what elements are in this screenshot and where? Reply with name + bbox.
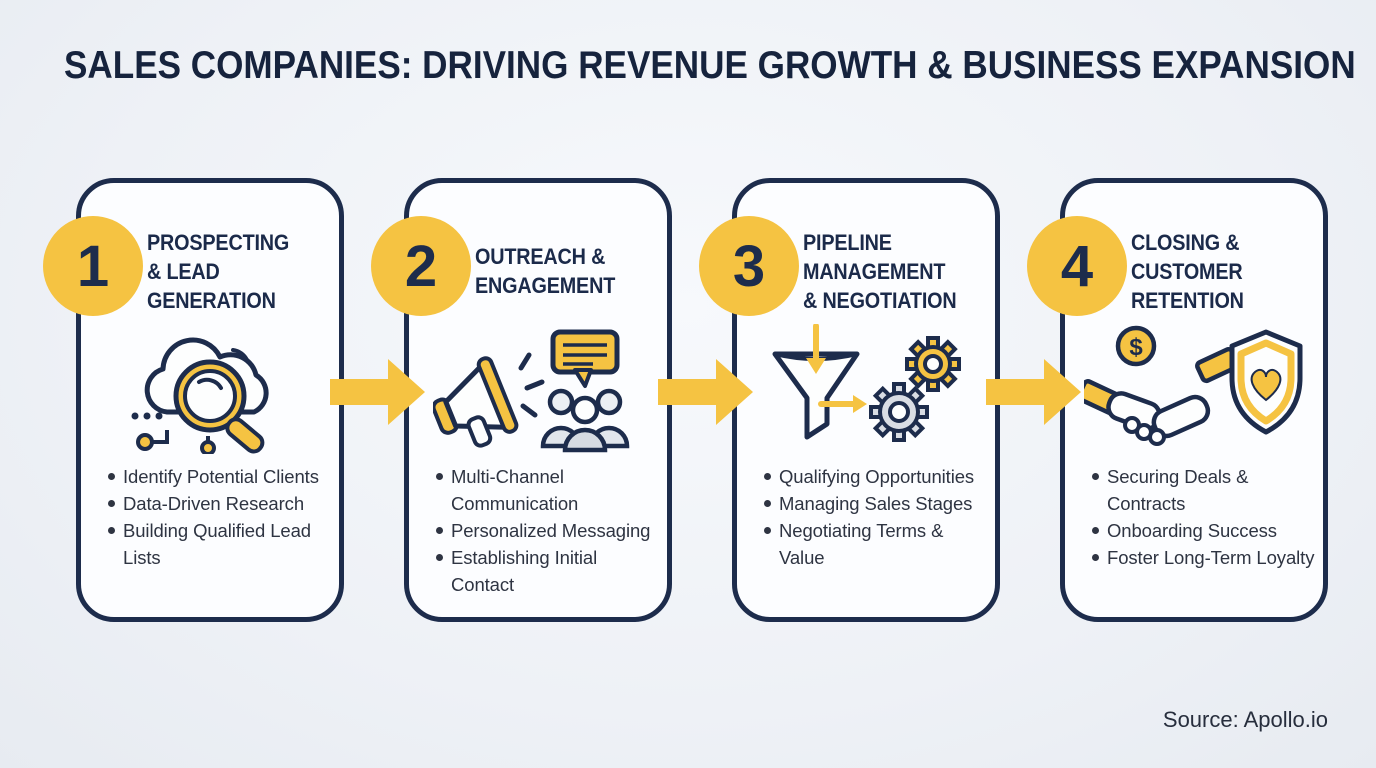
bullet-item: Building Qualified Lead Lists <box>107 517 331 571</box>
bullet-item: Managing Sales Stages <box>763 490 987 517</box>
step-title: PIPELINE MANAGEMENT & NEGOTIATION <box>803 229 957 313</box>
bullet-item: Onboarding Success <box>1091 517 1315 544</box>
step-title: PROSPECTING & LEAD GENERATION <box>147 229 290 313</box>
step-title: OUTREACH & ENGAGEMENT <box>475 244 616 298</box>
handshake-shield-icon: $ <box>1065 323 1323 455</box>
funnel-gears-icon <box>737 323 995 455</box>
flow-arrow-icon <box>658 359 753 425</box>
bullet-item: Qualifying Opportunities <box>763 463 987 490</box>
bullet-item: Negotiating Terms & Value <box>763 517 987 571</box>
step-title: CLOSING & CUSTOMER RETENTION <box>1131 229 1244 313</box>
step-card-outreach: 2 OUTREACH & ENGAGEMENT Mul <box>371 178 672 622</box>
bullet-item: Personalized Messaging <box>435 517 659 544</box>
megaphone-audience-icon <box>409 323 667 455</box>
svg-text:$: $ <box>1129 334 1143 361</box>
step-number-badge: 3 <box>699 216 799 316</box>
page-title: SALES COMPANIES: DRIVING REVENUE GROWTH … <box>64 44 1356 87</box>
step-number-badge: 4 <box>1027 216 1127 316</box>
step-bullet-list: Securing Deals & Contracts Onboarding Su… <box>1065 463 1323 571</box>
step-bullet-list: Identify Potential Clients Data-Driven R… <box>81 463 339 571</box>
flow-arrow-icon <box>986 359 1081 425</box>
step-card-prospecting: 1 PROSPECTING & LEAD GENERATION Identify… <box>43 178 344 622</box>
step-card-closing: 4 CLOSING & CUSTOMER RETENTION $ Securin… <box>1027 178 1328 622</box>
flow-arrow-icon <box>330 359 425 425</box>
bullet-item: Securing Deals & Contracts <box>1091 463 1315 517</box>
bullet-item: Establishing Initial Contact <box>435 544 659 598</box>
step-number-badge: 1 <box>43 216 143 316</box>
step-number-badge: 2 <box>371 216 471 316</box>
bullet-item: Multi-Channel Communication <box>435 463 659 517</box>
source-attribution: Source: Apollo.io <box>1162 707 1328 732</box>
bullet-item: Data-Driven Research <box>107 490 331 517</box>
step-card-pipeline: 3 PIPELINE MANAGEMENT & NEGOTIATION <box>699 178 1000 622</box>
bullet-item: Foster Long-Term Loyalty <box>1091 544 1315 571</box>
step-bullet-list: Multi-Channel Communication Personalized… <box>409 463 667 598</box>
cloud-search-icon <box>81 323 339 455</box>
bullet-item: Identify Potential Clients <box>107 463 331 490</box>
step-bullet-list: Qualifying Opportunities Managing Sales … <box>737 463 995 571</box>
